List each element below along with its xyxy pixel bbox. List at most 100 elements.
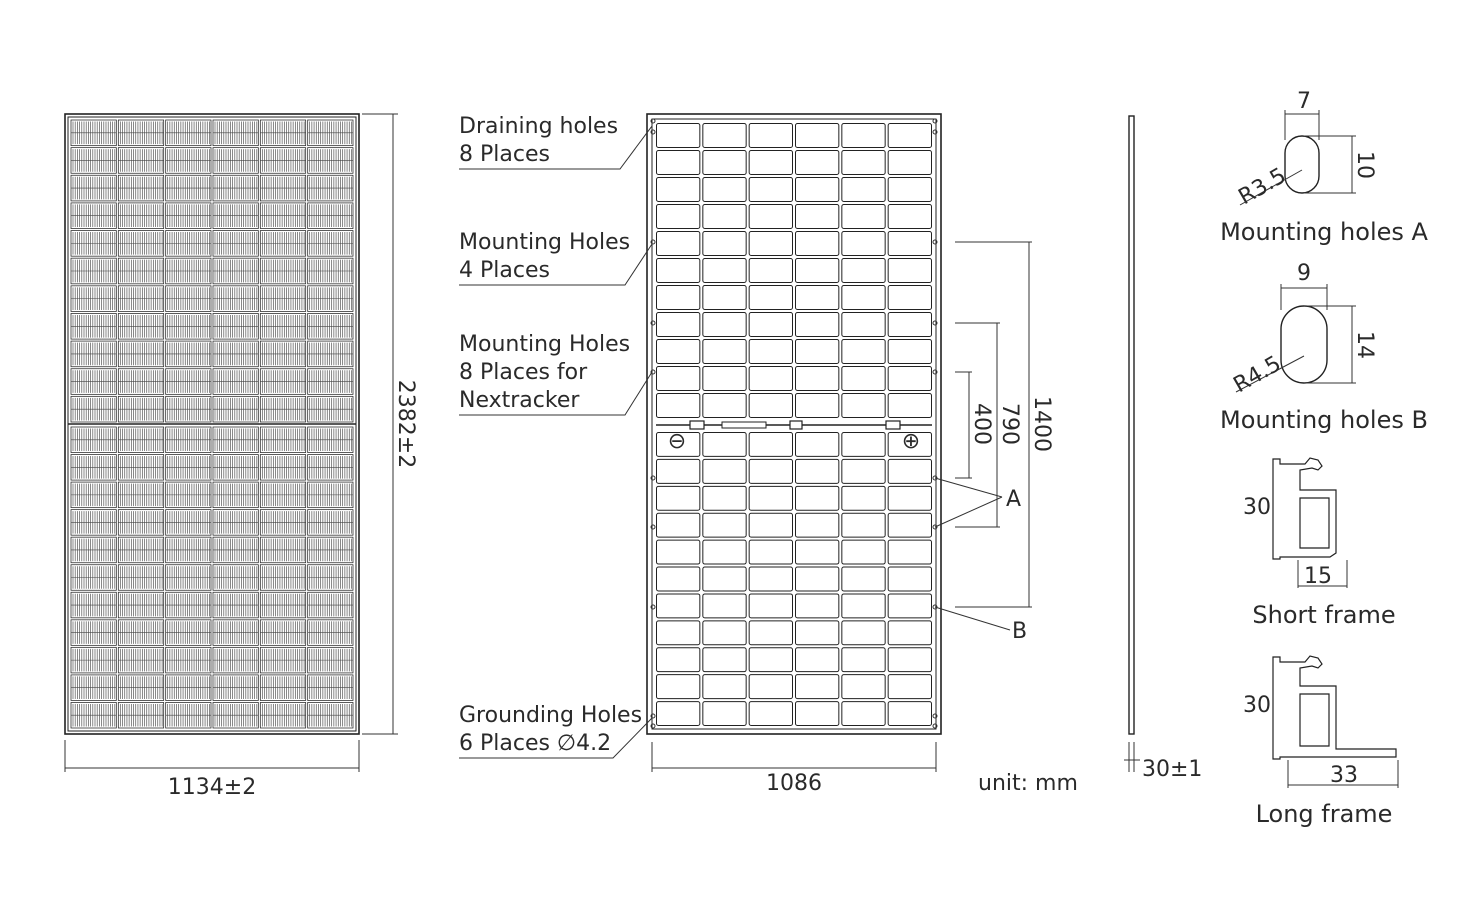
callout-mounting4-line1: Mounting Holes (459, 230, 630, 255)
back-cell (748, 258, 794, 283)
back-cell (748, 150, 794, 175)
hole-mount-a-right-2 (932, 369, 938, 375)
side-profile (1128, 115, 1135, 735)
back-cell (841, 393, 886, 418)
hole-drain-tr (932, 118, 938, 124)
label-b: B (1012, 619, 1027, 644)
back-cell-grid (656, 123, 933, 726)
front-width-dim: 1134±2 (168, 775, 256, 800)
back-cell (748, 231, 794, 256)
callout-draining-line1: Draining holes (459, 114, 618, 139)
dim-1400: 1400 (1029, 396, 1054, 452)
back-cell (656, 258, 701, 283)
leader-draining (459, 125, 653, 170)
hole-b-title: Mounting holes B (1220, 406, 1428, 434)
back-cell (887, 701, 933, 726)
back-cell (795, 674, 840, 700)
back-cell (748, 458, 794, 484)
back-cell (795, 432, 840, 457)
back-cell (748, 647, 794, 673)
leader-grounding (459, 717, 653, 759)
hole-drain-tl2 (650, 129, 656, 135)
back-cell (656, 620, 701, 646)
back-cell (748, 123, 794, 148)
detail-long-frame: 30 33 Long frame (1243, 655, 1399, 828)
back-cell (748, 285, 794, 310)
back-cell (887, 231, 933, 256)
back-cell (795, 393, 840, 418)
back-cell (656, 512, 701, 538)
hole-a-radius-leader (1239, 169, 1303, 206)
back-cell (702, 620, 747, 646)
back-cell (887, 432, 933, 457)
hole-b-radius: R4.5 (1230, 351, 1286, 398)
back-cell (702, 177, 747, 202)
back-cell (795, 647, 840, 673)
hole-drain-br (932, 723, 938, 729)
callout-grounding-line1: Grounding Holes (459, 703, 642, 728)
junction-box-right (885, 420, 901, 430)
back-cell (748, 674, 794, 700)
back-cell (841, 647, 886, 673)
back-cell (887, 458, 933, 484)
front-cell-grid (70, 119, 354, 729)
hole-mount-a-left-4 (650, 524, 656, 530)
back-cell (748, 701, 794, 726)
back-cell (795, 593, 840, 619)
back-cell (702, 393, 747, 418)
frame-holes (650, 118, 938, 729)
long-frame-width: 33 (1330, 763, 1358, 788)
back-cell (841, 593, 886, 619)
hole-mount-a-right-4 (932, 524, 938, 530)
back-cell (702, 339, 747, 364)
back-cell (702, 231, 747, 256)
dim-400: 400 (969, 403, 994, 445)
back-cell (887, 512, 933, 538)
back-cell (748, 204, 794, 229)
back-cell (841, 204, 886, 229)
back-cell (656, 177, 701, 202)
back-cell (656, 150, 701, 175)
back-cell (841, 366, 886, 391)
back-cell (841, 231, 886, 256)
back-cell (656, 204, 701, 229)
back-cell (841, 701, 886, 726)
back-cell (748, 593, 794, 619)
back-cell (887, 150, 933, 175)
junction-box-left (689, 420, 705, 430)
callout-grounding-line2: 6 Places ∅4.2 (459, 731, 611, 756)
back-cell (887, 566, 933, 592)
back-cell (748, 366, 794, 391)
hole-drain-tl (650, 118, 656, 124)
back-cell (656, 593, 701, 619)
back-cell (795, 566, 840, 592)
hole-mount-a-left-2 (650, 369, 656, 375)
back-cell (841, 150, 886, 175)
back-cell (795, 366, 840, 391)
hole-drain-tr2 (932, 129, 938, 135)
hole-mount-a-right-1 (932, 320, 938, 326)
back-cell (841, 512, 886, 538)
back-cell (887, 312, 933, 337)
back-cell (841, 566, 886, 592)
hole-a-title: Mounting holes A (1220, 218, 1428, 246)
back-cell (887, 393, 933, 418)
back-cell (656, 701, 701, 726)
back-cell (841, 177, 886, 202)
hole-mount-b-right-bottom (932, 604, 938, 610)
back-cell (841, 312, 886, 337)
hole-mount-a-right-3 (932, 475, 938, 481)
back-cell (656, 123, 701, 148)
callouts: Draining holes 8 Places Mounting Holes 4… (459, 114, 653, 759)
back-cell (887, 539, 933, 565)
hole-b-height: 14 (1352, 331, 1377, 359)
back-cell (702, 566, 747, 592)
back-cell (702, 258, 747, 283)
back-cell (748, 485, 794, 511)
detail-short-frame: 30 15 Short frame (1243, 457, 1396, 629)
back-cell (795, 123, 840, 148)
hole-drain-bl (650, 723, 656, 729)
back-cell (656, 566, 701, 592)
back-cell (887, 258, 933, 283)
